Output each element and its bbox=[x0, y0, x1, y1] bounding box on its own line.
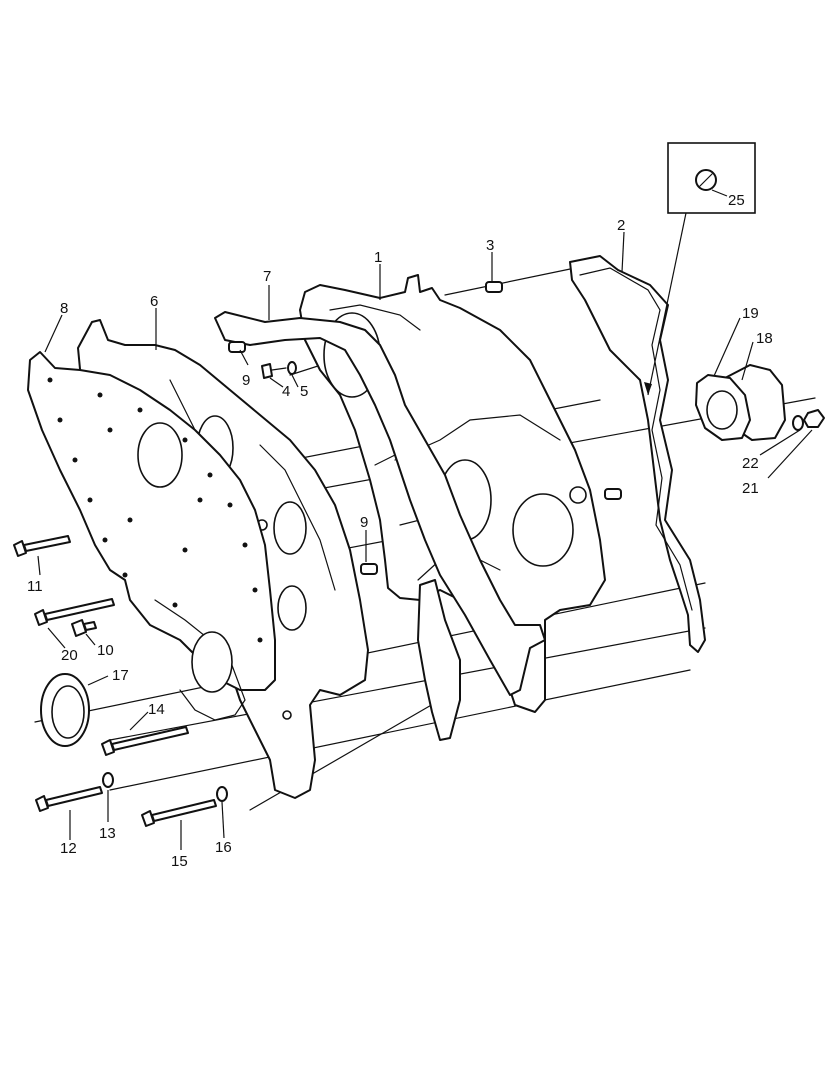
callout-13: 13 bbox=[99, 825, 116, 842]
callout-3: 3 bbox=[486, 237, 494, 254]
callout-12: 12 bbox=[60, 840, 77, 857]
callout-8: 8 bbox=[60, 300, 68, 317]
callout-21: 21 bbox=[742, 480, 759, 497]
dowel-part-3 bbox=[485, 281, 503, 293]
callout-labels: 1 2 3 4 5 6 7 8 9 9 10 11 12 13 14 15 16… bbox=[27, 192, 773, 870]
bolt-part-15 bbox=[141, 799, 217, 827]
cover-plate-part-8 bbox=[27, 351, 276, 721]
oil-seal-part-17 bbox=[40, 673, 90, 747]
bolt-part-12 bbox=[35, 786, 103, 812]
washer-part-16 bbox=[216, 786, 228, 802]
callout-1: 1 bbox=[374, 249, 382, 266]
washer-part-22 bbox=[792, 415, 804, 431]
bolt-part-20 bbox=[34, 598, 115, 626]
washer-part-5 bbox=[287, 361, 297, 375]
callout-5: 5 bbox=[300, 383, 308, 400]
callout-17: 17 bbox=[112, 667, 129, 684]
callout-14: 14 bbox=[148, 701, 165, 718]
callout-9-lower: 9 bbox=[360, 514, 368, 531]
callout-6: 6 bbox=[150, 293, 158, 310]
callout-9-upper: 9 bbox=[242, 372, 250, 389]
callout-7: 7 bbox=[263, 268, 271, 285]
dowel-housing-right bbox=[604, 488, 622, 500]
gasket-part-2 bbox=[569, 255, 706, 653]
callout-19: 19 bbox=[742, 305, 759, 322]
callout-11: 11 bbox=[27, 578, 43, 595]
dowel-part-9-upper bbox=[228, 341, 246, 353]
callout-25: 25 bbox=[728, 192, 745, 209]
gasket-part-7 bbox=[214, 311, 546, 741]
callout-10: 10 bbox=[97, 642, 114, 659]
callout-leader-lines bbox=[37, 189, 813, 850]
callout-16: 16 bbox=[215, 839, 232, 856]
washer-part-13 bbox=[102, 772, 114, 788]
screw-part-10 bbox=[71, 619, 97, 637]
cover-plate-bolt-holes bbox=[47, 377, 263, 643]
callout-18: 18 bbox=[756, 330, 773, 347]
callout-2: 2 bbox=[617, 217, 625, 234]
callout-22: 22 bbox=[742, 455, 759, 472]
screw-part-4 bbox=[261, 363, 287, 379]
flange-gasket-part-19 bbox=[695, 374, 751, 441]
callout-15: 15 bbox=[171, 853, 188, 870]
bolt-part-11 bbox=[13, 535, 71, 557]
callout-4: 4 bbox=[282, 383, 290, 400]
inset-box-part-25 bbox=[644, 142, 756, 396]
bolt-part-14 bbox=[101, 726, 189, 756]
nut-part-21 bbox=[803, 409, 825, 428]
dowel-part-9-lower bbox=[360, 563, 378, 575]
callout-20: 20 bbox=[61, 647, 78, 664]
